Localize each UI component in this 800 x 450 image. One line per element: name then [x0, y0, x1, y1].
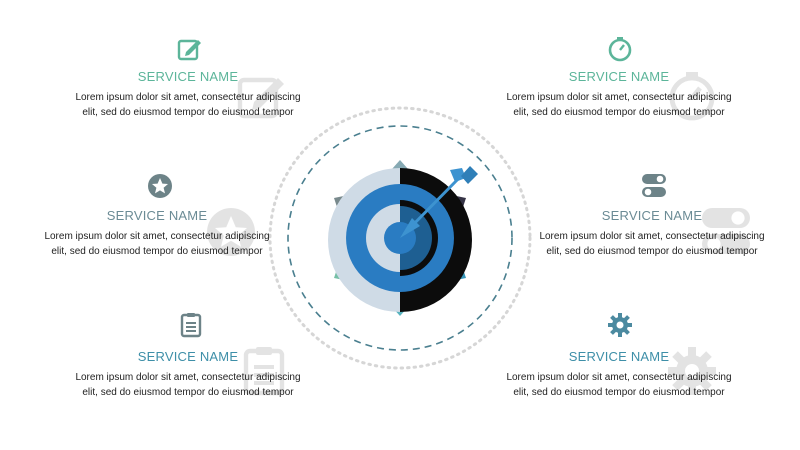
service-block-1: SERVICE NAME Lorem ipsum dolor sit amet,… — [68, 69, 308, 120]
service-block-6: SERVICE NAME Lorem ipsum dolor sit amet,… — [499, 349, 739, 400]
clipboard-icon-watermark — [243, 347, 285, 396]
service-description: Lorem ipsum dolor sit amet, consectetur … — [75, 372, 301, 398]
edit-icon — [177, 39, 201, 61]
toggle-icon — [642, 174, 666, 197]
service-description: Lorem ipsum dolor sit amet, consectetur … — [506, 92, 732, 118]
toggle-icon-watermark — [702, 208, 750, 254]
service-description: Lorem ipsum dolor sit amet, consectetur … — [75, 92, 301, 118]
service-block-2: SERVICE NAME Lorem ipsum dolor sit amet,… — [37, 208, 277, 259]
service-block-3: SERVICE NAME Lorem ipsum dolor sit amet,… — [68, 349, 308, 400]
service-description: Lorem ipsum dolor sit amet, consectetur … — [44, 231, 270, 257]
service-title: SERVICE NAME — [601, 208, 703, 223]
clipboard-icon — [180, 313, 202, 338]
star-icon — [148, 174, 172, 198]
gear-icon-watermark — [668, 347, 716, 395]
service-block-4: SERVICE NAME Lorem ipsum dolor sit amet,… — [499, 69, 739, 120]
inner-dashed-ring — [287, 125, 513, 351]
service-description: Lorem ipsum dolor sit amet, consectetur … — [539, 231, 765, 257]
target-ring-inner-left — [366, 204, 400, 272]
star-icon-watermark — [207, 208, 255, 256]
edit-icon-watermark — [237, 77, 284, 119]
gauge-icon-watermark — [669, 72, 715, 121]
service-title: SERVICE NAME — [137, 349, 239, 364]
service-description: Lorem ipsum dolor sit amet, consectetur … — [506, 372, 732, 398]
outer-dotted-ring — [268, 106, 532, 370]
service-title: SERVICE NAME — [137, 69, 239, 84]
service-title: SERVICE NAME — [568, 69, 670, 84]
service-block-5: SERVICE NAME Lorem ipsum dolor sit amet,… — [532, 208, 772, 259]
gauge-icon — [608, 37, 632, 62]
arrow-icon — [400, 166, 478, 238]
service-title: SERVICE NAME — [568, 349, 670, 364]
gear-icon — [608, 313, 632, 337]
service-title: SERVICE NAME — [106, 208, 208, 223]
